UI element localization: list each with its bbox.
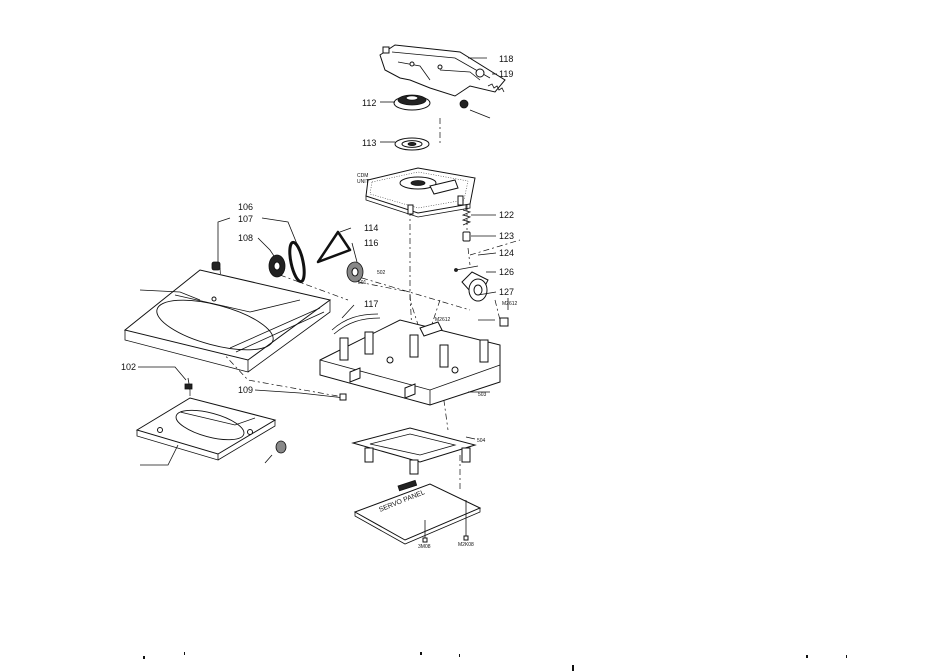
label-123: 123 xyxy=(499,231,514,241)
part-114-belt xyxy=(318,232,350,262)
part-109-shaft xyxy=(300,393,346,400)
part-117-flex-cable xyxy=(332,314,380,334)
part-112-clamper xyxy=(394,95,430,110)
label-unit: UNIT xyxy=(357,179,369,185)
slide-plate xyxy=(137,398,275,460)
label-m2k08: M2K08 xyxy=(458,542,474,548)
servo-panel-pcb xyxy=(355,480,480,544)
cdm-unit xyxy=(366,168,475,217)
label-127: 127 xyxy=(499,287,514,297)
label-116: 116 xyxy=(364,238,378,248)
part-126-motor xyxy=(462,272,508,326)
label-504: 504 xyxy=(477,438,486,444)
label-107: 107 xyxy=(238,214,253,224)
label-102: 102 xyxy=(121,362,136,372)
part-113-plate xyxy=(395,138,429,150)
label-118: 118 xyxy=(499,54,513,64)
label-m2612-b: M2612 xyxy=(502,301,518,307)
label-126: 126 xyxy=(499,267,514,277)
label-3m08: 3M08 xyxy=(418,544,431,550)
lower-bracket xyxy=(353,428,475,474)
label-m2612-a: M2612 xyxy=(435,317,451,323)
label-114: 114 xyxy=(364,223,378,233)
label-109: 109 xyxy=(238,385,253,395)
label-108: 108 xyxy=(238,233,253,243)
part-106-screw xyxy=(212,262,220,270)
label-106: 106 xyxy=(238,202,253,212)
label-113: 113 xyxy=(362,138,376,148)
label-122: 122 xyxy=(499,210,514,220)
part-108-gear xyxy=(269,255,285,277)
label-112: 112 xyxy=(362,98,376,108)
label-117: 117 xyxy=(364,299,378,309)
label-119: 119 xyxy=(499,69,513,79)
part-116-pulley xyxy=(347,262,363,282)
part-124-pin xyxy=(455,266,479,272)
page-edge-marks xyxy=(143,652,847,671)
disc-tray xyxy=(125,270,330,372)
label-124: 124 xyxy=(499,248,514,258)
label-502: 502 xyxy=(377,270,386,276)
label-501: 501 xyxy=(358,280,367,286)
part-roller xyxy=(276,441,286,453)
part-107-belt xyxy=(287,241,307,283)
part-123-damper xyxy=(463,232,470,241)
part-118-clamp-bracket xyxy=(380,45,505,96)
label-503: 503 xyxy=(478,392,487,398)
